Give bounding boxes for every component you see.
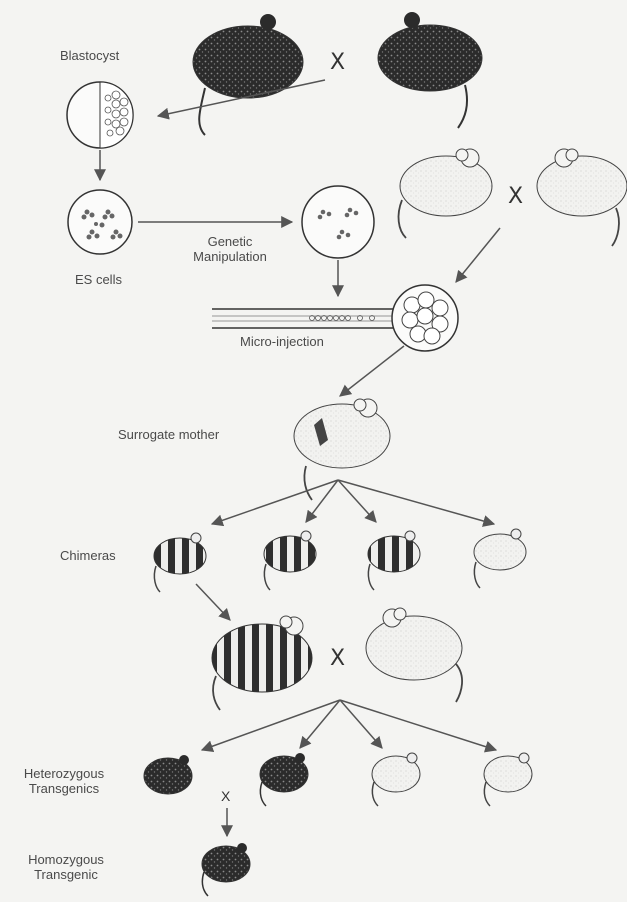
micro-injection-needle — [212, 309, 400, 328]
chimera-cross-mouse — [212, 616, 312, 710]
parent-mouse-white-right — [537, 149, 627, 246]
homozygous-mouse — [202, 843, 250, 896]
label-micro-injection: Micro-injection — [240, 334, 324, 349]
heterozygous-mouse-dark-1 — [144, 755, 192, 794]
chimera-mouse-4 — [474, 529, 526, 588]
white-cross-mouse — [366, 608, 462, 702]
label-genetic-line2: Manipulation — [180, 249, 280, 264]
es-cells-dish — [68, 190, 132, 254]
label-genetic-line1: Genetic — [180, 234, 280, 249]
label-blastocyst: Blastocyst — [60, 48, 119, 63]
cross-symbol-white: X — [508, 184, 523, 209]
heterozygous-mouse-dark-2 — [260, 753, 308, 806]
arrow-white-parents-to-embryo — [456, 228, 500, 282]
manipulated-cells-dish — [302, 186, 374, 258]
blastocyst-cell — [67, 82, 133, 148]
parent-mouse-dark-right — [378, 12, 482, 128]
label-es-cells: ES cells — [75, 272, 122, 287]
label-homozygous: Homozygous Transgenic — [16, 852, 116, 882]
label-homozygous-line1: Homozygous — [16, 852, 116, 867]
label-heterozygous-line2: Transgenics — [8, 781, 120, 796]
arrows-to-chimeras — [212, 480, 494, 524]
cross-symbol-heterozygous: X — [221, 788, 230, 804]
label-heterozygous-line1: Heterozygous — [8, 766, 120, 781]
chimera-mouse-1 — [154, 533, 206, 592]
cross-symbol-top: X — [330, 50, 345, 75]
heterozygous-mouse-white-1 — [372, 753, 420, 806]
label-genetic-manipulation: Genetic Manipulation — [180, 234, 280, 264]
heterozygous-mouse-white-2 — [484, 753, 532, 806]
parent-mouse-dark-left — [193, 14, 303, 135]
label-surrogate-mother: Surrogate mother — [118, 427, 219, 442]
parent-mouse-white-left — [399, 149, 492, 238]
arrows-to-heterozygous — [202, 700, 496, 750]
chimera-mouse-3 — [368, 531, 420, 590]
label-heterozygous: Heterozygous Transgenics — [8, 766, 120, 796]
arrow-chimera-to-cross — [196, 584, 230, 620]
label-homozygous-line2: Transgenic — [16, 867, 116, 882]
host-embryo — [392, 285, 458, 351]
arrow-embryo-to-surrogate — [340, 346, 404, 396]
chimera-mouse-2 — [264, 531, 316, 590]
cross-symbol-chimera: X — [330, 646, 345, 671]
label-chimeras: Chimeras — [60, 548, 116, 563]
